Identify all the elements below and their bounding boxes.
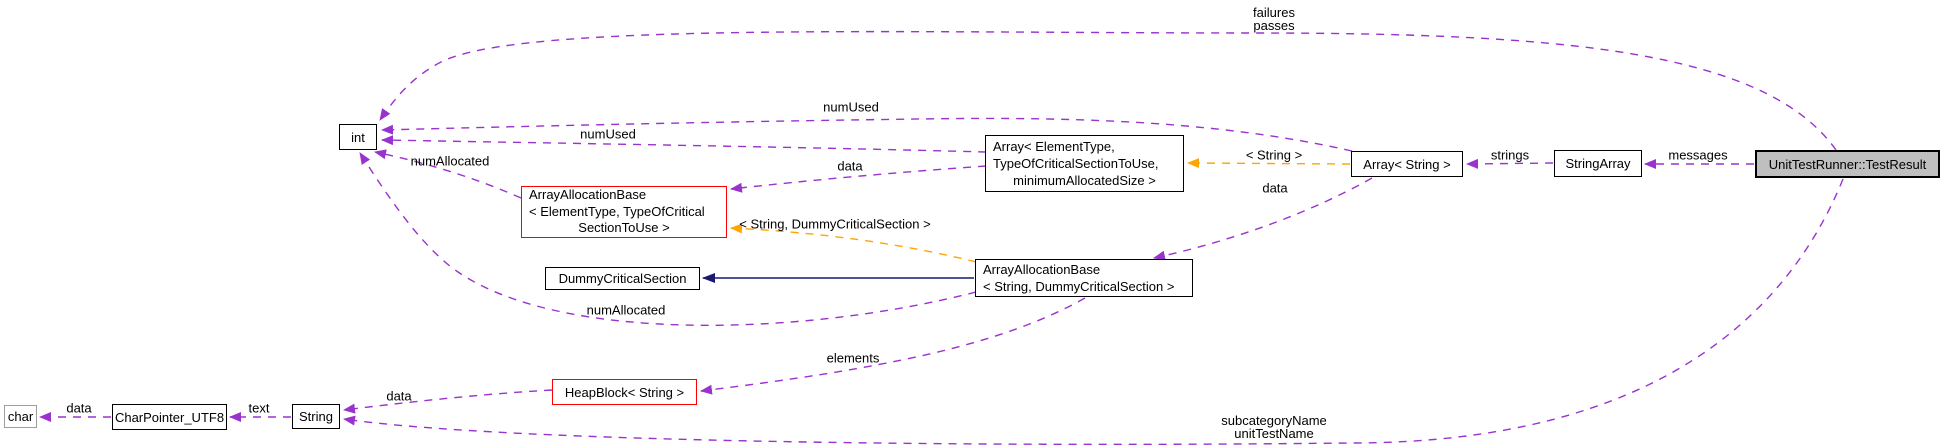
node-label: String — [299, 409, 333, 424]
node-label-line: ArrayAllocationBase — [529, 187, 647, 203]
node-label: Array< String > — [1363, 156, 1451, 172]
edge-template-string — [1187, 158, 1351, 169]
node-label-line: < ElementType, TypeOfCritical — [529, 203, 705, 219]
node-label: DummyCriticalSection — [558, 271, 687, 286]
edge-label-elements: elements — [826, 350, 880, 366]
edge-failures-passes — [379, 30, 1837, 151]
edge-label-num-allocated-2: numAllocated — [586, 302, 666, 318]
edge-label-num-used-2: numUsed — [580, 126, 636, 142]
edge-label-data-2: data — [1262, 180, 1288, 196]
node-dummy-critical-section[interactable]: DummyCriticalSection — [545, 267, 700, 290]
node-array-allocation-base-string[interactable]: ArrayAllocationBase < String, DummyCriti… — [975, 259, 1193, 297]
edge-num-used-array-template — [381, 135, 987, 153]
edge-template-string-dcs — [730, 223, 977, 263]
node-string[interactable]: String — [292, 404, 340, 429]
edge-num-used-array-string — [381, 117, 1353, 152]
node-string-array[interactable]: StringArray — [1554, 150, 1642, 177]
edge-data-heap-block — [343, 389, 553, 414]
edge-label-data-3: data — [386, 388, 412, 404]
node-unit-test-runner-test-result: UnitTestRunner::TestResult — [1755, 150, 1940, 178]
node-array-template[interactable]: Array< ElementType, TypeOfCriticalSectio… — [985, 135, 1184, 192]
node-label-line: ArrayAllocationBase — [983, 262, 1101, 277]
edge-label-strings: strings — [1490, 147, 1530, 163]
node-label-line: SectionToUse > — [578, 220, 670, 236]
node-label-line: Array< ElementType, — [993, 139, 1115, 154]
node-label: CharPointer_UTF8 — [114, 409, 225, 425]
edge-label-data-4: data — [66, 400, 92, 416]
node-int[interactable]: int — [339, 124, 377, 150]
node-label: HeapBlock< String > — [564, 384, 685, 400]
edge-label-num-used-1: numUsed — [823, 99, 879, 115]
node-heap-block-string[interactable]: HeapBlock< String > — [552, 379, 697, 405]
edge-label-data-1: data — [837, 158, 863, 174]
edge-strings — [1466, 158, 1554, 169]
edge-label-failures-passes: failures passes — [1253, 5, 1295, 33]
node-label-line: < String, DummyCriticalSection > — [983, 279, 1175, 294]
node-label: UnitTestRunner::TestResult — [1768, 156, 1927, 172]
node-label-line: minimumAllocatedSize > — [1013, 173, 1156, 188]
node-label: char — [7, 409, 34, 424]
edge-label-template-string-dcs: < String, DummyCriticalSection > — [739, 216, 931, 232]
node-label-line: TypeOfCriticalSectionToUse, — [993, 156, 1159, 171]
edge-label-text: text — [248, 400, 270, 416]
edge-data-array-template — [730, 165, 987, 193]
node-array-allocation-base-template[interactable]: ArrayAllocationBase < ElementType, TypeO… — [521, 186, 727, 238]
node-char-pointer-utf8[interactable]: CharPointer_UTF8 — [112, 404, 227, 430]
edge-label-template-string: < String > — [1245, 147, 1303, 163]
edge-num-allocated-template — [374, 149, 522, 199]
edge-label-messages: messages — [1668, 147, 1728, 163]
edge-label-subcategory-name: subcategoryName unitTestName — [1221, 413, 1327, 441]
edge-subcategory-name — [343, 178, 1844, 446]
edge-label-num-allocated-1: numAllocated — [410, 153, 490, 169]
node-label: StringArray — [1565, 156, 1631, 171]
node-array-string[interactable]: Array< String > — [1351, 151, 1463, 177]
node-label: int — [351, 129, 365, 145]
node-char: char — [4, 405, 37, 428]
edge-elements — [700, 297, 1086, 395]
edge-num-allocated-string — [359, 152, 977, 326]
